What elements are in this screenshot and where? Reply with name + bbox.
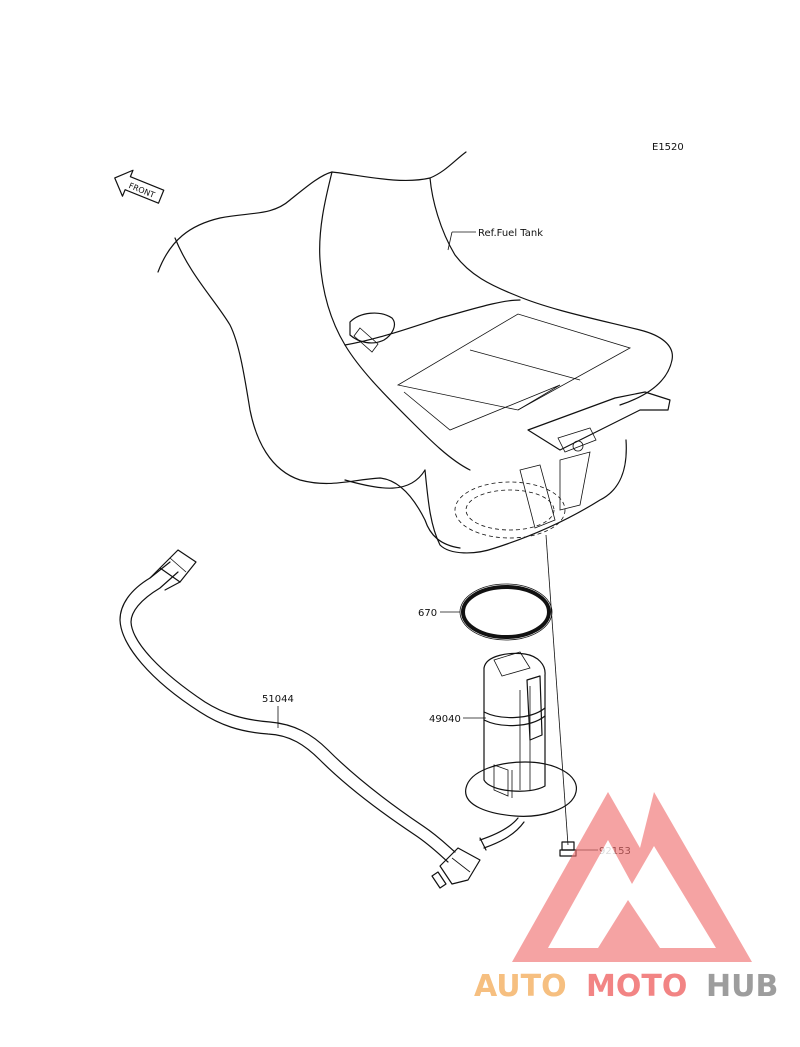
- ref-fuel-tank-label: Ref.Fuel Tank: [478, 228, 543, 239]
- fuel-tank-outline: [157, 151, 673, 554]
- part-number-gasket: 670: [418, 608, 437, 619]
- watermark-text-hub: HUB: [706, 969, 778, 1004]
- watermark-text-moto: MOTO: [586, 969, 687, 1004]
- watermark-text-auto: AUTO: [474, 969, 567, 1004]
- diagram-code: E1520: [652, 142, 684, 153]
- assembly-center-line: [545, 534, 569, 846]
- gasket-part[interactable]: [459, 583, 553, 641]
- watermark-logo: AUTO MOTO HUB: [474, 792, 778, 1004]
- fuel-pump-part[interactable]: [465, 651, 577, 817]
- part-number-fuel-pump: 49040: [429, 714, 461, 725]
- fuel-hose-part[interactable]: [119, 549, 525, 889]
- front-arrow-icon: FRONT: [114, 169, 165, 204]
- part-number-fuel-hose: 51044: [262, 694, 294, 705]
